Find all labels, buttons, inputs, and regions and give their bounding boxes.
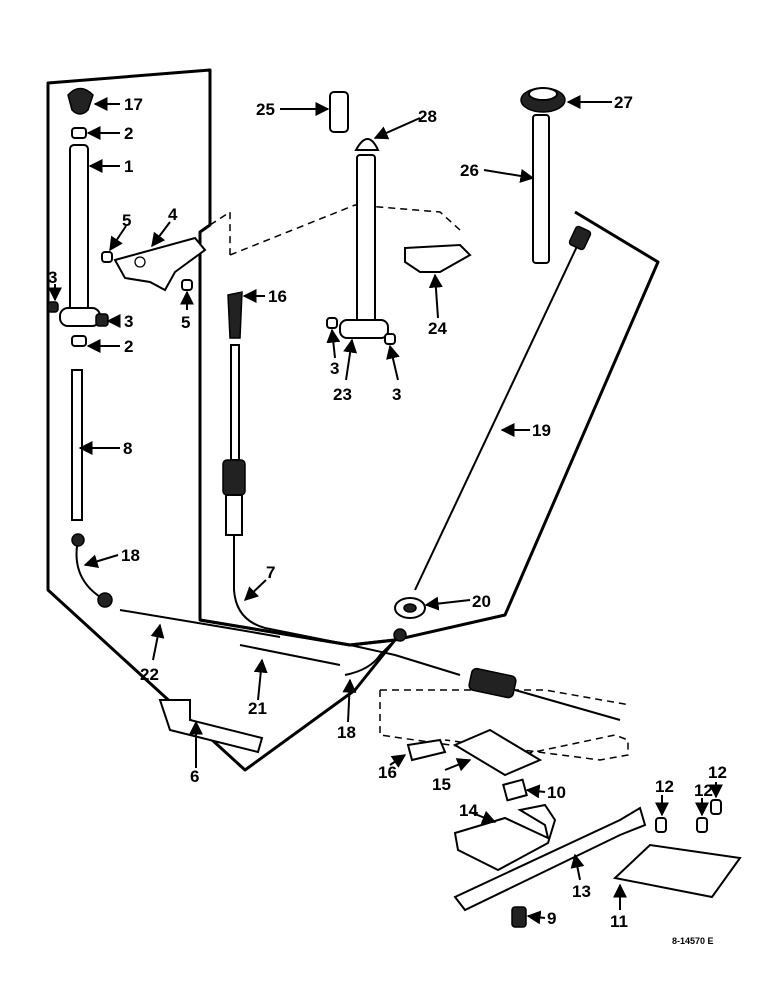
label-27: 27 — [614, 93, 633, 112]
label-23: 23 — [333, 385, 352, 404]
label-26: 26 — [460, 161, 479, 180]
cable-7-line — [233, 535, 461, 676]
label-25: 25 — [256, 100, 275, 119]
bracket-14 — [453, 803, 557, 872]
label-21: 21 — [248, 699, 267, 718]
bushing-3-left — [47, 301, 59, 313]
label-10: 10 — [547, 783, 566, 802]
label-20: 20 — [472, 592, 491, 611]
bracket-15 — [452, 728, 543, 777]
label-6: 6 — [190, 767, 199, 786]
bracket-6 — [158, 699, 264, 754]
hose-18-upper — [75, 539, 106, 601]
label-19: 19 — [532, 421, 551, 440]
cable-7-boot-lower — [468, 667, 517, 699]
label-17: 17 — [124, 95, 143, 114]
label-24: 24 — [428, 319, 447, 338]
bushing-3-left-23 — [326, 317, 338, 329]
bushing-3-right — [95, 313, 109, 327]
lever-23 — [356, 154, 376, 331]
gear-27-top — [528, 87, 558, 101]
hose-18-lower — [344, 634, 401, 676]
grommet-20-hole — [403, 603, 417, 613]
rod-22-thread — [239, 629, 281, 638]
fitting-18-nut — [97, 592, 113, 608]
bracket-4-hole — [134, 256, 146, 268]
lever-tube-1 — [69, 144, 89, 326]
cable-7-sleeve — [225, 494, 243, 536]
label-12b: 12 — [694, 781, 713, 800]
shaft-26 — [532, 114, 550, 264]
rod-19-end — [568, 225, 592, 251]
pin-12c — [710, 799, 722, 815]
pin-5-left — [101, 251, 113, 263]
label-16-lower: 16 — [378, 763, 397, 782]
bracket-13 — [453, 806, 647, 912]
label-2-top: 2 — [124, 124, 133, 143]
dashed-bracket-lower — [379, 690, 629, 761]
pin-12a — [655, 817, 667, 833]
label-2-bottom: 2 — [124, 337, 133, 356]
label-14: 14 — [459, 801, 478, 820]
label-16-upper: 16 — [268, 287, 287, 306]
collar-2-top — [71, 127, 87, 139]
label-1: 1 — [124, 157, 133, 176]
label-15: 15 — [432, 775, 451, 794]
cable-7-rod — [230, 344, 240, 461]
label-3-mid: 3 — [124, 312, 133, 331]
lever-23-hub — [339, 319, 389, 339]
rod-22 — [119, 609, 241, 631]
clevis-16-upper — [227, 291, 243, 339]
label-11: 11 — [610, 912, 628, 931]
cable-7-boot — [222, 459, 246, 496]
washer-10 — [502, 778, 528, 802]
leader-lines — [48, 95, 723, 925]
label-13: 13 — [572, 882, 591, 901]
dashed-line-16-15 — [380, 689, 631, 706]
bushing-3-right-23 — [384, 333, 396, 345]
rod-8 — [71, 369, 83, 521]
fitting-18-lower — [393, 628, 407, 642]
label-7: 7 — [266, 563, 275, 582]
label-12a: 12 — [655, 777, 674, 796]
clevis-16-lower — [406, 738, 447, 762]
part-labels: 17 2 1 3 3 2 5 4 5 8 18 22 21 6 16 7 18 … — [48, 93, 727, 946]
label-28: 28 — [418, 107, 437, 126]
label-18-lower: 18 — [337, 723, 356, 742]
label-9: 9 — [547, 909, 556, 928]
plate-11 — [612, 843, 742, 899]
collar-2-bottom — [71, 335, 87, 347]
label-5-right: 5 — [181, 313, 190, 332]
pin-5-right — [181, 279, 193, 291]
label-22: 22 — [140, 665, 159, 684]
label-4: 4 — [168, 205, 178, 224]
figure-number: 8-14570 E — [672, 936, 714, 946]
group-outline-left — [46, 68, 397, 772]
label-12c: 12 — [708, 763, 727, 782]
label-3-left: 3 — [48, 268, 57, 287]
cable-7-end — [514, 689, 621, 721]
bracket-4 — [113, 236, 207, 292]
lever-hub — [59, 307, 101, 327]
pin-25 — [329, 91, 349, 133]
fitting-18-end — [71, 533, 85, 547]
rod-19 — [414, 239, 581, 591]
spring-9 — [511, 906, 527, 928]
bracket-24 — [404, 243, 472, 273]
cap-28 — [354, 138, 380, 151]
tube-21 — [239, 644, 341, 666]
label-3-23-left: 3 — [330, 359, 339, 378]
knob-17 — [67, 87, 94, 115]
label-3-23-right: 3 — [392, 385, 401, 404]
pin-12b — [696, 817, 708, 833]
label-8: 8 — [123, 439, 132, 458]
dashed-bracket-upper — [209, 204, 461, 256]
label-18-upper: 18 — [121, 546, 140, 565]
label-5-left: 5 — [122, 211, 131, 230]
